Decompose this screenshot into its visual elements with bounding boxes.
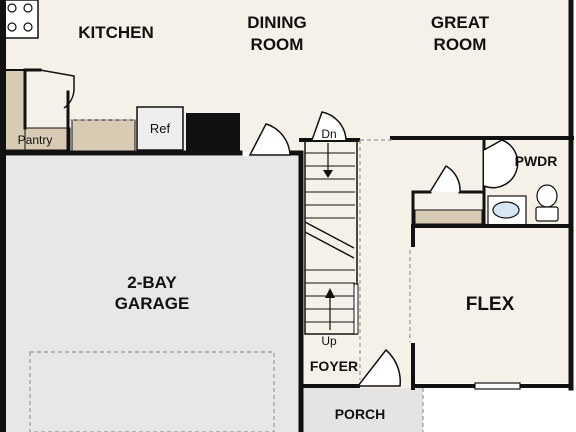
kitchen-counter-bottom: [71, 119, 136, 153]
room-label-dining-line1: DINING: [247, 13, 307, 32]
room-label-garage-line1: 2-BAY: [127, 273, 177, 292]
room-label-kitchen: KITCHEN: [78, 23, 154, 42]
stair-treads: [305, 152, 355, 323]
sink-icon: [492, 201, 520, 219]
appliance-block: [186, 113, 240, 153]
stairs-down-arrow: [323, 143, 333, 178]
room-label-foyer: FOYER: [310, 358, 358, 374]
flex-window: [474, 382, 521, 390]
porch-floor-fill: [303, 388, 423, 432]
hall-bench: [414, 209, 483, 225]
stairs-up-arrow: [325, 288, 335, 330]
staircase: [304, 139, 359, 335]
stairs-label-down: Dn: [321, 127, 336, 141]
refrigerator: [136, 106, 184, 151]
burner: [7, 3, 17, 13]
room-label-flex: FLEX: [466, 294, 515, 315]
room-label-powder: PWDR: [515, 153, 558, 169]
room-label-great-line2: ROOM: [434, 35, 487, 54]
pantry-shelf: [24, 127, 71, 151]
flex-floor-fill: [413, 230, 570, 383]
fixture-label-refrigerator: Ref: [150, 121, 171, 136]
door-swings: [39, 69, 519, 387]
burner: [23, 3, 33, 13]
room-label-great-line1: GREAT: [431, 13, 490, 32]
toilet-icon: [535, 184, 559, 222]
garage-floor-fill: [3, 156, 301, 432]
room-label-garage-line2: GARAGE: [115, 294, 190, 313]
openings: [29, 119, 424, 432]
stairs-label-up: Up: [321, 334, 337, 348]
room-label-pantry: Pantry: [18, 133, 53, 147]
burner: [23, 22, 33, 32]
room-label-dining-line2: ROOM: [251, 35, 304, 54]
room-label-porch: PORCH: [335, 406, 386, 422]
burner: [7, 22, 17, 32]
